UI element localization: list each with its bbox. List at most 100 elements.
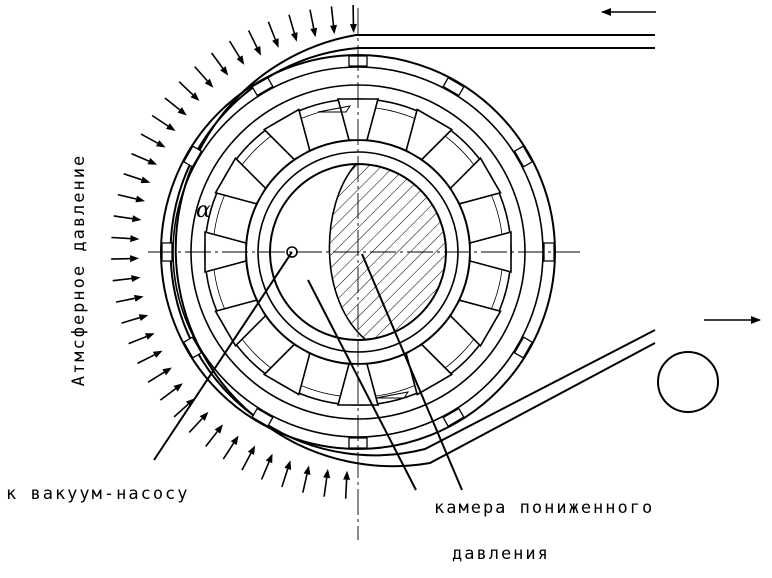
rotation-arrow-bottom (375, 391, 410, 399)
spoke (405, 108, 454, 161)
vacuum-port (286, 246, 298, 258)
pressure-arrow-shaft (330, 6, 335, 26)
pressure-arrow-shaft (288, 14, 296, 34)
pressure-arrow-head (284, 460, 292, 470)
pressure-arrow-head (190, 92, 200, 101)
chamber-leader-2 (361, 253, 463, 491)
pressure-arrow-head (265, 453, 273, 464)
pressure-arrow-head (147, 157, 158, 165)
low-pressure-chamber-label-line2: давления (452, 544, 550, 564)
pressure-arrow-shaft (111, 257, 131, 260)
pressure-arrow-shaft (260, 461, 270, 480)
shell-slot (513, 336, 534, 359)
pressure-arrow-head (130, 255, 140, 263)
pressure-arrow-head (214, 424, 223, 434)
pressure-arrow-head (166, 123, 176, 131)
pressure-arrow-shaft (131, 152, 150, 162)
pressure-arrow-shaft (309, 9, 315, 29)
shell-slot (442, 76, 465, 97)
pressure-arrow-shaft (281, 468, 289, 488)
pressure-arrow-shaft (115, 297, 135, 303)
pressure-arrow-head (162, 367, 172, 376)
pressure-arrow-shaft (147, 371, 165, 383)
pressure-arrow-shaft (188, 417, 203, 433)
pressure-arrow-shaft (112, 277, 132, 282)
pressure-arrow-head (330, 24, 337, 35)
guide-roller (657, 351, 719, 413)
pressure-arrow-head (199, 411, 209, 421)
shell-slot (442, 407, 465, 428)
pressure-arrow-shaft (111, 236, 131, 240)
pressure-arrow-head (204, 78, 214, 88)
pressure-arrow-shaft (137, 354, 155, 365)
pressure-arrow-head (177, 107, 187, 116)
spoke (214, 156, 267, 205)
pressure-arrow-shaft (210, 52, 224, 69)
pressure-arrow-head (152, 350, 163, 358)
pressure-arrow-shaft (164, 97, 181, 111)
pressure-arrow-head (272, 38, 279, 48)
shell-slot (348, 437, 368, 449)
pressure-arrow-head (247, 445, 256, 455)
pressure-arrow-shaft (117, 193, 137, 200)
chamber-leader-1 (307, 279, 417, 491)
pressure-arrow-shaft (178, 81, 194, 96)
pressure-arrow-shaft (194, 66, 208, 82)
pressure-arrow-shaft (121, 316, 140, 324)
pressure-arrow-head (135, 195, 145, 203)
vacuum-pump-leader (153, 251, 293, 461)
pressure-arrow-head (310, 27, 318, 38)
pressure-arrow-shaft (222, 442, 235, 460)
shell-slot (251, 407, 274, 428)
shell-slot (182, 145, 203, 168)
pressure-arrow-shaft (302, 474, 308, 493)
atmospheric-pressure-label: Атмсферное давление (69, 153, 89, 387)
pressure-arrow-head (236, 55, 245, 65)
pressure-arrow-head (303, 465, 311, 475)
spoke (449, 156, 502, 205)
spoke (262, 343, 311, 396)
pressure-arrow-head (131, 215, 142, 223)
pressure-arrow-head (290, 32, 298, 42)
pressure-arrow-head (253, 46, 261, 56)
shell-slot (251, 76, 274, 97)
pressure-arrow-head (134, 294, 144, 302)
pressure-arrow-head (145, 333, 155, 340)
pressure-arrow-head (230, 435, 239, 446)
spoke (262, 108, 311, 161)
pressure-arrow-head (131, 275, 141, 282)
pressure-arrow-head (349, 24, 357, 33)
pressure-arrow-shaft (151, 114, 169, 127)
spoke (214, 299, 267, 348)
pressure-arrow-head (156, 140, 166, 148)
rotation-arrow-top (317, 105, 352, 113)
shell-slot (513, 145, 534, 168)
spoke (449, 299, 502, 348)
pressure-arrow-shaft (140, 133, 159, 144)
pressure-arrow-shaft (228, 40, 241, 58)
pressure-arrow-shaft (123, 173, 142, 181)
pressure-arrow-shaft (247, 30, 258, 48)
pressure-arrow-head (138, 314, 149, 321)
pressure-arrow-shaft (128, 335, 147, 345)
angle-alpha-label: α (196, 198, 211, 223)
spoke (405, 343, 454, 396)
pressure-arrow-head (173, 383, 183, 392)
pressure-arrow-shaft (205, 431, 219, 447)
pressure-arrow-head (140, 176, 151, 184)
belt-outer-path (174, 34, 656, 468)
low-pressure-chamber-label-line1: камера пониженного (434, 498, 655, 518)
pressure-arrow-shaft (344, 479, 348, 499)
pressure-arrow-shaft (159, 388, 177, 401)
pressure-arrow-group (111, 4, 357, 499)
shell-slot (182, 336, 203, 359)
pressure-arrow-head (343, 470, 351, 480)
pressure-arrow-shaft (323, 477, 328, 497)
pressure-arrow-shaft (267, 21, 277, 40)
pressure-arrow-head (323, 468, 331, 479)
pressure-arrow-shaft (113, 215, 133, 220)
pressure-arrow-head (130, 235, 140, 243)
pressure-arrow-shaft (173, 403, 189, 418)
vacuum-pump-label: к вакуум-насосу (6, 484, 190, 504)
